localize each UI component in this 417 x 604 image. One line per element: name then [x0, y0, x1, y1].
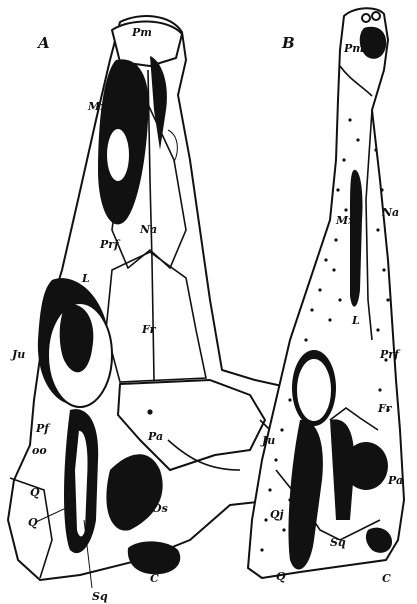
- panel-b-label-pf: Pf: [333, 432, 349, 445]
- panel-a-label-q: Q: [30, 486, 40, 499]
- panel-b-snout-foramen-1: [362, 14, 370, 22]
- panel-a-label-qj: Q: [28, 516, 38, 529]
- panel-a-condyle: [128, 541, 180, 574]
- panel-a-letter: A: [36, 34, 50, 52]
- panel-a-label-ju: Ju: [10, 348, 25, 361]
- panel-b-skull: [248, 8, 404, 578]
- panel-a-label-l: L: [81, 272, 90, 285]
- panel-a-label-c: C: [150, 572, 159, 585]
- panel-a-label-pf: Pf: [35, 422, 51, 435]
- panel-b-label-pm: Pm: [343, 42, 364, 55]
- panel-b-label-prf: Prf: [379, 348, 401, 361]
- panel-b-label-mx: Mx: [335, 214, 355, 227]
- panel-b-snout-foramen-2: [372, 12, 380, 20]
- panel-b-label-qj: Qj: [270, 508, 284, 521]
- panel-b-label-l: L: [351, 314, 360, 327]
- panel-b-skull-outline: [248, 8, 404, 578]
- panel-b-label-na: Na: [381, 206, 399, 219]
- panel-b-orbit: [296, 358, 332, 422]
- panel-a-label-fr: Fr: [141, 323, 157, 336]
- panel-b-label-c: C: [382, 572, 391, 585]
- panel-b-label-fr: Fr: [377, 402, 393, 415]
- panel-a-label-pa: Pa: [147, 430, 163, 443]
- panel-a-label-prf: Prf: [99, 238, 121, 251]
- panel-b-label-sq: Sq: [330, 536, 346, 549]
- panel-a-postorbital-bar: [74, 430, 89, 538]
- panel-a-label-pm: Pm: [131, 26, 152, 39]
- panel-a-label-na: Na: [139, 223, 157, 236]
- panel-b-label-ju: Ju: [260, 434, 275, 447]
- panel-a-label-sq: Sq: [92, 590, 108, 603]
- panel-a-fenestra-window: [107, 129, 129, 181]
- panel-a-label-oo: oo: [32, 444, 47, 457]
- panel-a-parietal-foramen: [147, 409, 152, 414]
- panel-b-label-pa: Pa: [387, 474, 403, 487]
- panel-b-temporal-fenestra: [344, 442, 388, 490]
- panel-b-letter: B: [281, 34, 295, 52]
- panel-a-label-mx: Mx: [87, 100, 107, 113]
- panel-a-label-os: Os: [152, 502, 168, 515]
- panel-b-label-q: Q: [276, 570, 286, 583]
